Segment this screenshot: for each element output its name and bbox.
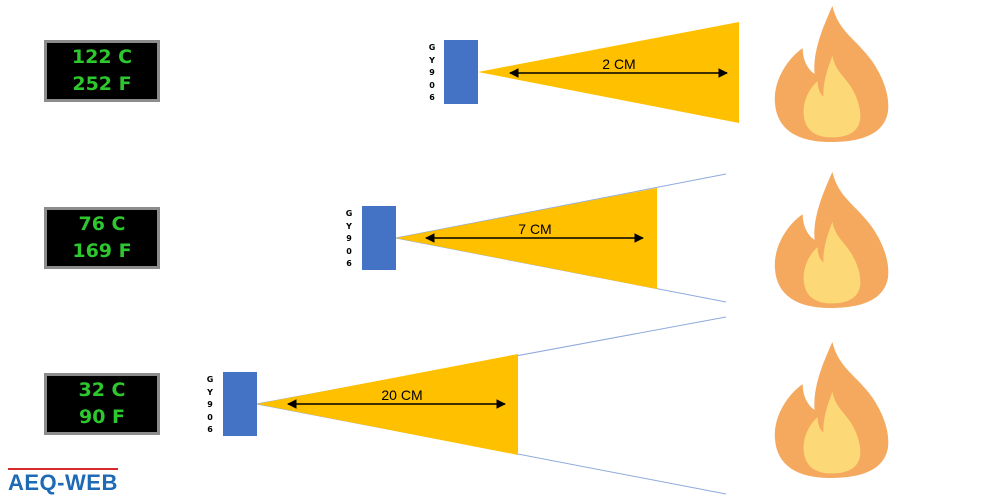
distance-label-1: 2 CM [602,56,635,72]
temp-display-2: 76 C 169 F [44,207,160,269]
cone-line [395,173,727,239]
flame-icon [774,5,889,143]
temp-fahrenheit: 252 F [72,73,132,95]
temp-display-3: 32 C 90 F [44,373,160,435]
distance-label-3: 20 CM [381,387,422,403]
flame-icon [774,341,889,478]
temp-celsius: 76 C [78,213,126,235]
temp-celsius: 32 C [78,379,126,401]
temp-celsius: 122 C [71,46,133,68]
temp-fahrenheit: 169 F [72,240,132,262]
temp-display-1: 122 C 252 F [44,40,160,102]
sensor-block-2 [362,206,396,270]
flame-icon [774,171,889,308]
sensor-block-1 [444,40,478,104]
temp-fahrenheit: 90 F [78,406,126,428]
logo: AEQ-WEB [8,468,118,495]
sensor-block-3 [223,372,257,436]
distance-label-2: 7 CM [518,221,551,237]
